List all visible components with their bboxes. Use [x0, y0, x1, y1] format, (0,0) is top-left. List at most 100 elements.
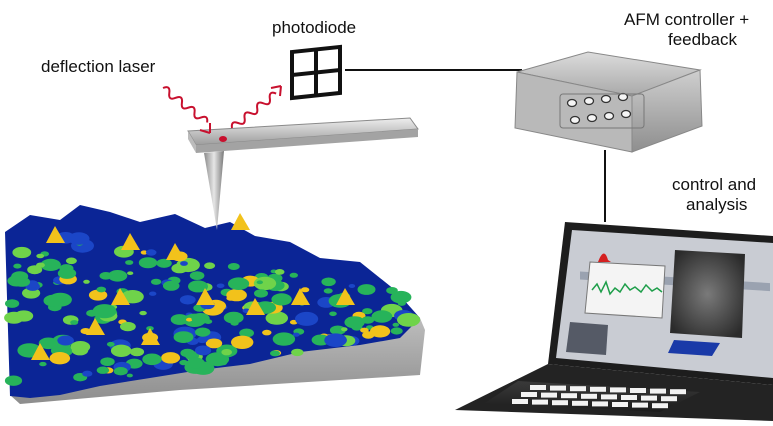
topography-feature: [57, 335, 74, 346]
topography-feature: [187, 357, 205, 369]
reflected-laser-arrowhead: [270, 85, 282, 97]
topography-feature: [239, 328, 255, 338]
topography-feature: [191, 313, 210, 324]
topography-feature: [173, 315, 184, 322]
afm-controller-label: AFM controller + feedback: [624, 10, 773, 50]
keyboard-key: [530, 385, 546, 390]
topography-feature: [40, 258, 61, 271]
laser-spot: [219, 136, 227, 142]
keyboard-key: [552, 400, 568, 406]
topography-peak: [141, 328, 160, 345]
topography-feature: [92, 304, 117, 319]
topography-feature: [344, 316, 365, 329]
deflection-laser-label: deflection laser: [41, 57, 156, 76]
indicator-light: [617, 92, 629, 102]
connection-wires: [345, 69, 606, 222]
screen-plot-trace: [591, 280, 663, 296]
topography-feature: [362, 308, 373, 315]
topography-feature: [171, 263, 188, 274]
topography-feature: [36, 253, 45, 259]
topography-feature: [127, 271, 134, 276]
topography-feature: [397, 313, 421, 327]
keyboard-key: [612, 402, 628, 407]
keyboard-key: [581, 393, 597, 399]
controller-indicator-lights: [559, 92, 645, 129]
laptop-icon: [455, 222, 773, 421]
topography-feature: [125, 260, 134, 265]
topography-feature: [180, 261, 188, 266]
keyboard-key: [661, 396, 677, 402]
topography-feature: [397, 300, 406, 306]
keyboard-key: [592, 401, 608, 407]
afm-controller-label-line2: feedback: [668, 30, 737, 49]
laser-beams: [162, 85, 282, 134]
indicator-light: [566, 98, 578, 108]
control-analysis-label-line1: control and: [672, 175, 757, 194]
topography-feature: [142, 353, 162, 366]
afm-controller-box-icon: [514, 51, 703, 153]
screen-small-panel: [566, 322, 608, 355]
topography-feature: [38, 337, 59, 350]
topography-feature: [190, 280, 201, 287]
topography-peak: [86, 318, 105, 335]
topography-feature: [226, 288, 247, 302]
keyboard-key: [632, 402, 648, 408]
topography-peak: [336, 288, 355, 305]
topography-peak: [291, 288, 310, 305]
indicator-light: [569, 115, 581, 125]
topography-feature: [360, 327, 369, 333]
topography-feature: [140, 250, 148, 255]
topography-feature: [329, 311, 337, 317]
topography-feature: [265, 311, 288, 325]
topography-feature: [173, 331, 194, 343]
topography-feature: [88, 289, 108, 301]
topography-feature: [186, 317, 193, 322]
keyboard-key: [650, 388, 666, 394]
topography-feature: [329, 325, 346, 335]
indicator-light: [600, 94, 612, 104]
topography-feature: [254, 289, 268, 298]
topography-feature: [370, 325, 391, 338]
incident-laser-arrowhead: [199, 123, 211, 134]
topography-peak: [121, 233, 140, 250]
screen-3d-preview: [668, 340, 720, 356]
topography-peak: [166, 243, 185, 260]
incident-laser-beam: [162, 86, 209, 123]
topography-feature: [195, 345, 212, 356]
topography-feature: [43, 294, 64, 307]
topography-feature: [82, 370, 93, 377]
topography-feature: [189, 271, 205, 280]
afm-controller-label-line1: AFM controller +: [624, 10, 750, 29]
topography-feature: [126, 373, 133, 378]
photodiode-label: photodiode: [272, 18, 357, 37]
topography-feature: [120, 321, 136, 332]
topography-feature: [221, 349, 232, 356]
topography-feature: [231, 335, 254, 349]
topography-feature: [216, 283, 225, 289]
topography-feature: [390, 327, 403, 335]
topography-feature: [4, 311, 24, 324]
topography-feature: [13, 263, 22, 269]
topography-feature: [390, 290, 412, 304]
topography-feature: [274, 269, 285, 275]
topography-feature: [156, 258, 172, 268]
cantilever-end: [188, 131, 196, 153]
topography-feature: [371, 310, 393, 323]
topography-feature: [300, 287, 310, 293]
topography-feature: [107, 270, 128, 282]
keyboard-key: [541, 392, 557, 398]
keyboard-key: [550, 385, 566, 391]
topography-feature: [227, 263, 240, 270]
topography-feature: [361, 316, 375, 324]
topography-feature: [262, 329, 272, 336]
topography-feature: [295, 311, 319, 326]
topography-feature: [138, 257, 158, 269]
topography-feature: [256, 280, 263, 285]
topography-feature: [36, 262, 45, 268]
reflected-laser-beam: [230, 91, 277, 129]
topography-feature: [39, 361, 47, 367]
topography-feature: [139, 310, 147, 316]
cantilever-side: [196, 129, 418, 153]
